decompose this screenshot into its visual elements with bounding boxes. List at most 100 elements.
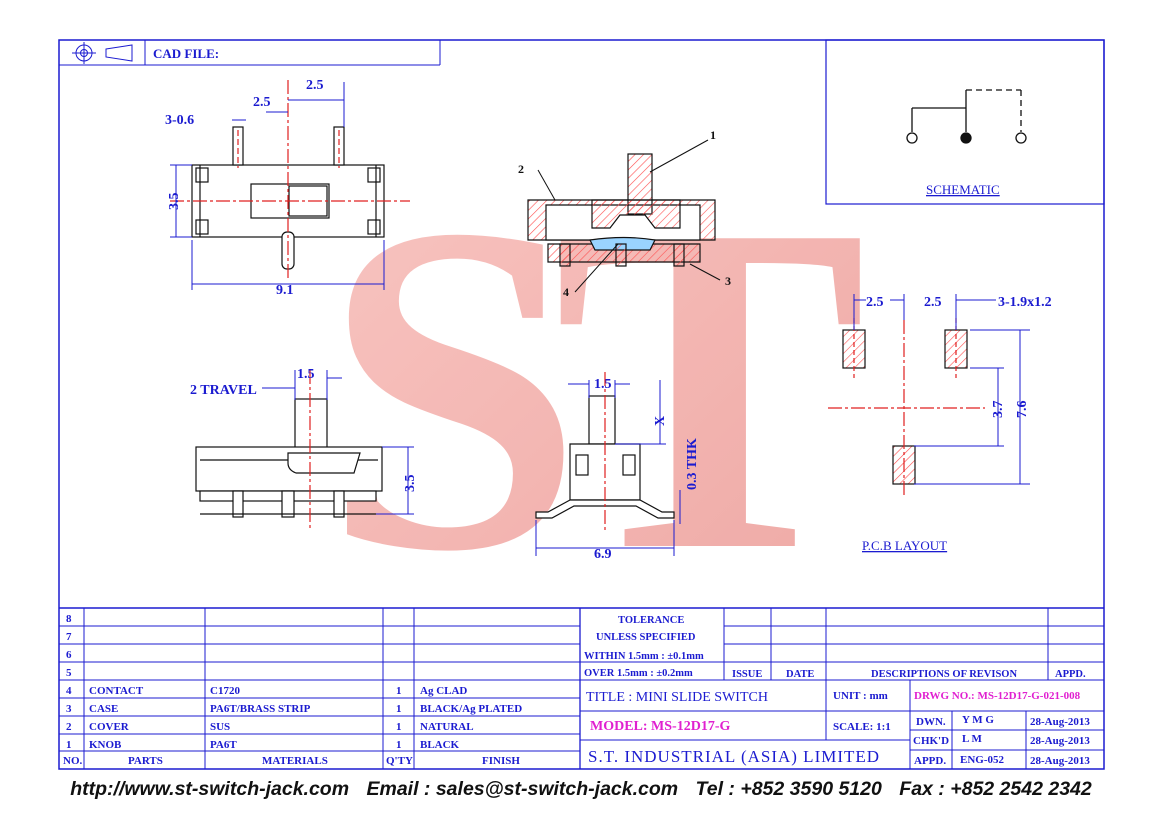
top-dim-pitch-1: 2.5 [253, 95, 271, 110]
parts-cell-no: 3 [66, 703, 72, 715]
parts-cell-no: 1 [66, 739, 72, 751]
callout-2: 2 [518, 162, 524, 176]
schematic-label: SCHEMATIC [926, 182, 1000, 197]
front-view-dimensions [262, 370, 414, 515]
callout-1: 1 [710, 128, 716, 142]
side-view [535, 372, 675, 530]
model-number: MODEL: MS-12D17-G [590, 719, 730, 734]
top-dim-height: 3.5 [167, 193, 182, 211]
company-name: S.T. INDUSTRIAL (ASIA) LIMITED [588, 747, 880, 766]
pcb-dim-pitch-1: 2.5 [866, 295, 884, 310]
parts-cell-qty: 1 [396, 739, 402, 751]
appd-date: 28-Aug-2013 [1030, 755, 1090, 767]
schematic-symbol [906, 89, 1027, 144]
revision-desc-header: DESCRIPTIONS OF REVISON [871, 669, 1017, 680]
col-no-header: NO. [63, 755, 83, 767]
col-materials-header: MATERIALS [262, 755, 328, 767]
tolerance-line-2: OVER 1.5mm : ±0.2mm [584, 668, 693, 679]
pcb-layout-label: P.C.B LAYOUT [862, 538, 947, 553]
col-parts-header: PARTS [128, 755, 163, 767]
email-text[interactable]: Email : sales@st-switch-jack.com [366, 778, 679, 800]
parts-cell-no: 8 [66, 613, 72, 625]
cad-file-box: CAD FILE: [59, 40, 441, 66]
chk-value: L M [962, 733, 982, 745]
parts-cell-no: 6 [66, 649, 72, 661]
date-header: DATE [786, 669, 814, 680]
section-callouts [537, 139, 721, 293]
dwn-value: Y M G [962, 714, 994, 726]
parts-cell-material: C1720 [210, 685, 240, 697]
parts-cell-finish: Ag CLAD [420, 685, 467, 697]
callout-4: 4 [563, 285, 569, 299]
col-qty-header: Q'TY [386, 755, 413, 767]
dwn-label: DWN. [916, 716, 946, 728]
parts-cell-no: 2 [66, 721, 72, 733]
front-travel: 2 TRAVEL [190, 383, 257, 398]
pcb-layout [828, 318, 985, 495]
parts-cell-material: SUS [210, 721, 230, 733]
parts-cell-qty: 1 [396, 685, 402, 697]
parts-cell-finish: BLACK/Ag PLATED [420, 703, 522, 715]
front-dim-knob: 1.5 [297, 367, 315, 382]
parts-cell-no: 7 [66, 631, 72, 643]
pcb-dim-span: 7.6 [1015, 401, 1030, 419]
callout-3: 3 [725, 274, 731, 288]
schematic-box: SCHEMATIC [825, 39, 1105, 205]
pcb-dim-offset: 3.7 [991, 401, 1006, 419]
projection-symbol-icon [72, 42, 133, 64]
revision-grid [580, 608, 1104, 769]
drawing-title: TITLE : MINI SLIDE SWITCH [586, 690, 768, 705]
website-link[interactable]: http://www.st-switch-jack.com [70, 778, 350, 800]
parts-cell-part: CASE [89, 703, 118, 715]
parts-cell-finish: NATURAL [420, 721, 474, 733]
parts-cell-part: CONTACT [89, 685, 144, 697]
dwn-date: 28-Aug-2013 [1030, 716, 1090, 728]
top-dim-length: 9.1 [276, 283, 294, 298]
drawing-number: DRWG NO.: MS-12D17-G-021-008 [914, 690, 1081, 702]
top-view-dimensions [170, 82, 385, 290]
top-dim-pitch-2: 2.5 [306, 78, 324, 93]
chk-label: CHK'D [913, 735, 949, 747]
pcb-dimensions [853, 294, 1030, 485]
drawing-border [58, 39, 1105, 770]
parts-cell-finish: BLACK [420, 739, 460, 751]
front-view [195, 370, 383, 530]
side-dim-thk: 0.3 THK [685, 438, 700, 490]
tel-text: Tel : +852 3590 5120 [695, 778, 882, 800]
section-view [527, 153, 716, 267]
side-dim-width: 6.9 [594, 547, 612, 562]
top-view [170, 80, 410, 280]
parts-cell-qty: 1 [396, 721, 402, 733]
appd-header: APPD. [1055, 669, 1086, 680]
parts-cell-material: PA6T/BRASS STRIP [210, 703, 311, 715]
fax-text: Fax : +852 2542 2342 [899, 778, 1092, 800]
unit-label: UNIT : mm [833, 690, 888, 702]
parts-cell-no: 5 [66, 667, 72, 679]
tolerance-subtitle: UNLESS SPECIFIED [596, 632, 696, 643]
top-dim-pins: 3-0.6 [165, 113, 194, 128]
side-dim-knob: 1.5 [594, 377, 612, 392]
tolerance-title: TOLERANCE [618, 615, 684, 626]
appd-value: ENG-052 [960, 754, 1005, 766]
side-view-dimensions [535, 380, 681, 556]
issue-header: ISSUE [732, 669, 762, 680]
parts-cell-part: KNOB [89, 739, 122, 751]
cad-file-label: CAD FILE: [153, 46, 219, 61]
parts-cell-no: 4 [66, 685, 72, 697]
parts-cell-material: PA6T [210, 739, 237, 751]
parts-cell-part: COVER [89, 721, 130, 733]
col-finish-header: FINISH [482, 755, 520, 767]
scale-label: SCALE: 1:1 [833, 721, 891, 733]
pcb-dim-pitch-2: 2.5 [924, 295, 942, 310]
front-dim-height: 3.5 [403, 475, 418, 493]
contact-footer: http://www.st-switch-jack.com Email : sa… [0, 778, 1162, 814]
parts-rows: 8 7 6 5 4 CONTACT C1720 1 Ag CLAD 3 CASE PA6T/BRASS… [66, 613, 522, 751]
side-dim-x: X [653, 416, 668, 426]
pcb-dim-pad: 3-1.9x1.2 [998, 295, 1052, 310]
appd-label: APPD. [914, 755, 946, 767]
chk-date: 28-Aug-2013 [1030, 735, 1090, 747]
parts-cell-qty: 1 [396, 703, 402, 715]
tolerance-line-1: WITHIN 1.5mm : ±0.1mm [584, 651, 704, 662]
parts-table [59, 607, 1104, 769]
